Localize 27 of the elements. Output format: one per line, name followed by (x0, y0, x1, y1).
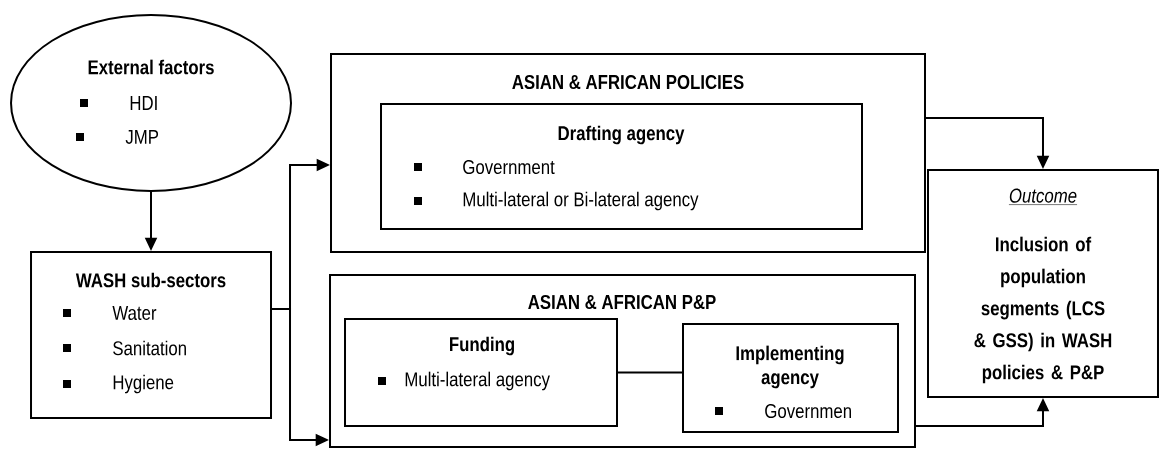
node-heading: External factors (88, 59, 214, 75)
node-heading: WASH sub-sectors (75, 272, 226, 288)
bullet-item: Hygiene (63, 374, 174, 394)
bullet-item: Water (63, 306, 157, 320)
bullet-item: Multi-lateral or Bi-lateral agency (414, 191, 699, 211)
box-node (329, 274, 916, 448)
box-node (682, 323, 899, 433)
bullet-item: Multi-lateral agency (378, 371, 550, 391)
bullet-item: Government (414, 159, 555, 175)
box-node (330, 53, 926, 253)
node-text: Inclusion of population segments (LCS & GSS) in WASH policies & P&P (974, 236, 1112, 384)
box-node (380, 103, 863, 230)
node-heading: Implementing agency (736, 345, 844, 389)
node-heading: Outcome (1008, 188, 1078, 205)
node-heading: Drafting agency (558, 125, 685, 145)
node-heading: ASIAN & AFRICAN P&P (528, 294, 716, 310)
bullet-item: Sanitation (63, 340, 186, 356)
box-node (30, 251, 272, 419)
bullet-item: HDI (80, 96, 157, 110)
ellipse-node (10, 14, 292, 192)
connector-line (617, 371, 683, 374)
box-node (344, 318, 618, 427)
box-node (927, 169, 1159, 398)
bullet-item: Governmen (715, 403, 851, 419)
node-heading: Funding (450, 336, 514, 356)
node-heading: ASIAN & AFRICAN POLICIES (512, 74, 744, 90)
bullet-item: JMP (76, 130, 159, 144)
